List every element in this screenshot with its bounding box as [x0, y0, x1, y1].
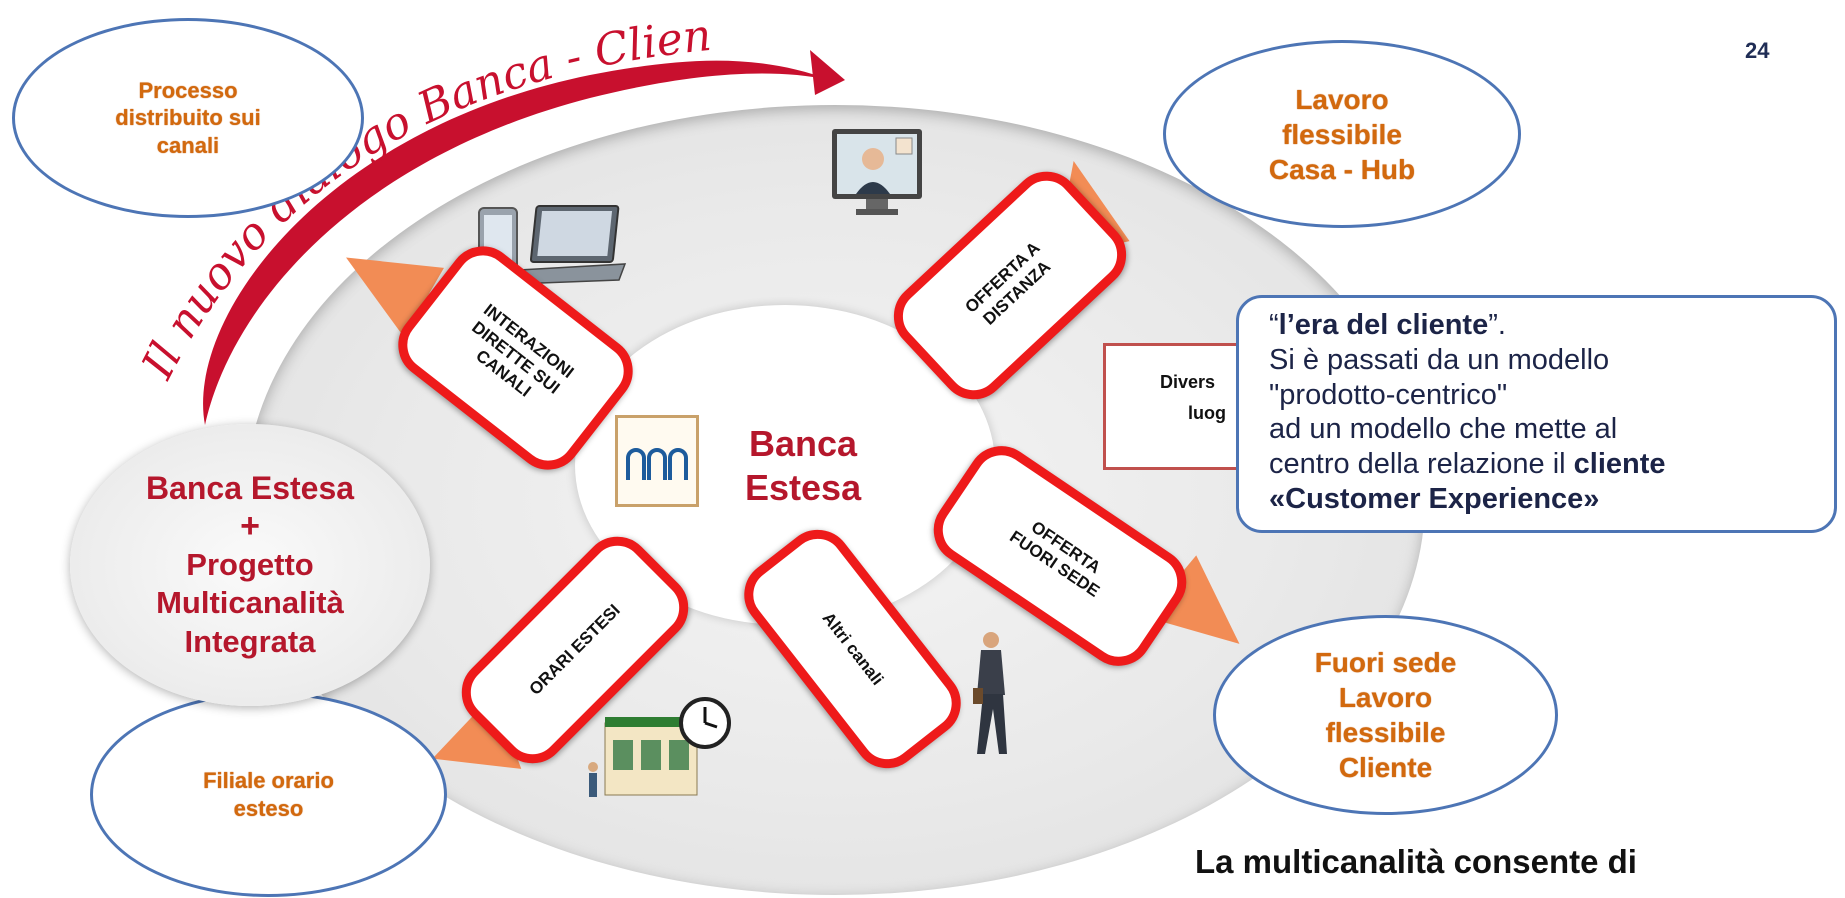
- center-line: Estesa: [745, 466, 862, 508]
- slide-number: 24: [1745, 38, 1770, 63]
- bubble-lavoro-flessibile: Lavoro flessibile Casa - Hub: [1163, 40, 1521, 228]
- callout-line-6: «Customer Experience»: [1269, 482, 1600, 515]
- bubble-line: Lavoro: [1338, 682, 1433, 713]
- bubble-line: Processo: [138, 77, 238, 103]
- callout-line-4: ad un modello che mette al: [1269, 413, 1618, 446]
- bank-branch-clock-icon: [588, 697, 731, 797]
- bubble-fuori-sede: Fuori sede Lavoro flessibile Cliente: [1213, 615, 1558, 815]
- banca-estesa-ellipse: Banca Estesa + Progetto Multicanalità In…: [70, 424, 430, 706]
- bubble-line: Cliente: [1338, 752, 1433, 783]
- bubble-line: Fuori sede: [1314, 647, 1457, 678]
- bank-logo-icon: [615, 415, 699, 507]
- tag-line: ORARI ESTESI: [525, 600, 624, 699]
- bubble-filiale-orario: Filiale orario esteso: [90, 692, 447, 897]
- diverse-luoghi-box: [1103, 343, 1243, 470]
- bubble-line: flessibile: [1325, 717, 1446, 748]
- bubble-line: Lavoro: [1295, 83, 1389, 115]
- customer-era-callout: “l’era del cliente”. Si è passati da un …: [1236, 295, 1837, 533]
- laptop-tablet-icon: [478, 205, 627, 285]
- progetto-line: Progetto: [186, 546, 314, 582]
- multicanalita-line: Multicanalità: [156, 585, 344, 621]
- callout-line-5: centro della relazione il cliente: [1269, 448, 1666, 481]
- bubble-line: canali: [156, 132, 220, 158]
- diverse-line-1: Divers: [1160, 372, 1216, 392]
- callout-line-1: “l’era del cliente”.: [1269, 309, 1506, 341]
- bubble-line: Casa - Hub: [1268, 153, 1416, 185]
- plus-sign: +: [240, 507, 260, 546]
- callout-line-2: Si è passati da un modello: [1269, 343, 1610, 376]
- bubble-line: flessibile: [1282, 118, 1402, 150]
- bubble-line: esteso: [233, 795, 304, 821]
- walking-person-icon: [973, 632, 1007, 754]
- banca-estesa-title: Banca Estesa: [145, 470, 355, 507]
- integrata-line: Integrata: [184, 624, 316, 660]
- callout-line-3: "prodotto-centrico": [1269, 378, 1508, 411]
- bubble-line: distribuito sui: [115, 105, 261, 131]
- center-line: Banca: [749, 423, 858, 464]
- diverse-line-2: luog: [1188, 403, 1226, 423]
- bubble-line: Filiale orario: [203, 768, 334, 793]
- bottom-statement: La multicanalità consente di: [1195, 843, 1637, 880]
- video-call-monitor-icon: [832, 129, 922, 215]
- bubble-processo-distribuito: Processo distribuito sui canali: [12, 18, 364, 218]
- center-banca-estesa: Banca Estesa: [745, 422, 861, 510]
- tag-line: Altri canali: [818, 608, 888, 689]
